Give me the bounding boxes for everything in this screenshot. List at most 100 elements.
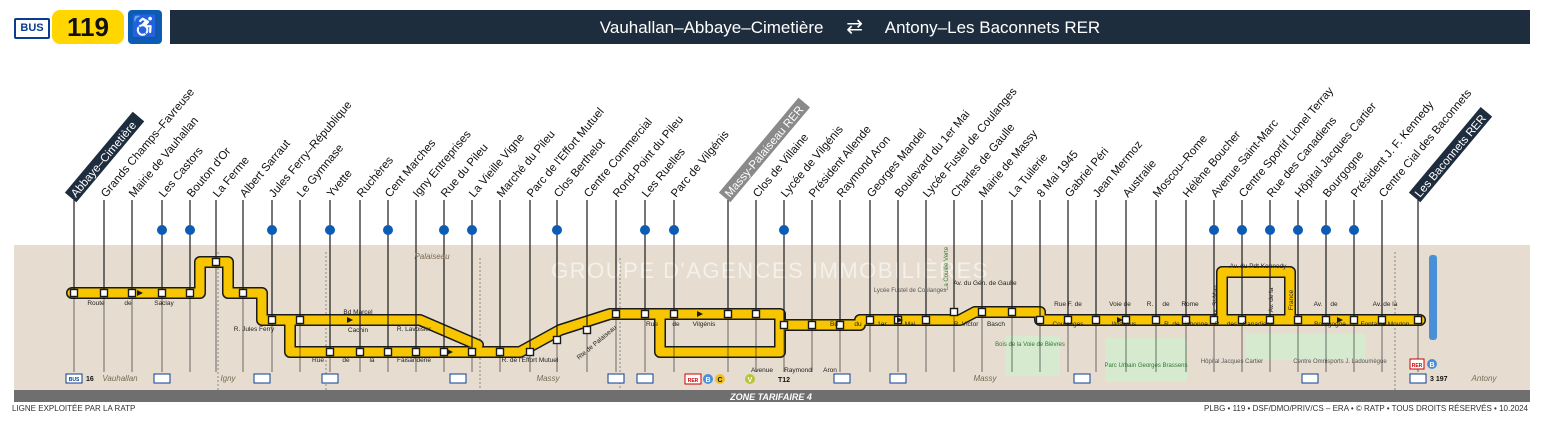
bus-connection-label: BUS [69, 377, 80, 383]
place-massy-1: Massy [536, 374, 560, 383]
wheelchair-icon [267, 225, 277, 235]
street-name: de [672, 321, 680, 328]
wheelchair-icon [1293, 225, 1303, 235]
place-massy-2: Massy [973, 374, 997, 383]
place-labels: Palaiseau Vauhallan Igny Massy Massy Ant… [102, 252, 1497, 383]
bus-connection-badge [449, 373, 467, 384]
poi-parc: Parc Urbain Georges Brassens [1104, 363, 1187, 369]
street-name: Av. de la [1373, 301, 1398, 308]
rer-b-line-graphic [1429, 255, 1437, 340]
route-title-bar: Vauhallan–Abbaye–Cimetière ⇄ Antony–Les … [170, 10, 1530, 44]
stop-marker [267, 315, 277, 325]
stop-marker [467, 347, 477, 357]
stop-marker [325, 347, 335, 357]
street-name: Saclay [154, 300, 174, 307]
place-vauhallan: Vauhallan [102, 374, 138, 383]
street-name: Wissous [1112, 321, 1137, 328]
bus-connection-badge [65, 373, 83, 384]
park-area [1105, 338, 1187, 382]
stop-marker [411, 347, 421, 357]
stop-marker [921, 315, 931, 325]
bus-connection-badge [833, 373, 851, 384]
wheelchair-icon [640, 225, 650, 235]
street-name: Rue [312, 357, 324, 364]
stop-marker [582, 325, 592, 335]
stop-marker [552, 335, 562, 345]
street-name: Av. [1314, 301, 1323, 308]
footer-copyright: PLBG • 119 • DSF/DMO/PRIV/CS – ERA • © R… [1203, 404, 1528, 413]
street-name: Vilgénis [693, 321, 716, 328]
poi-lycee: Lycée Fustel de Coulanges [874, 288, 947, 294]
street-name: Rome [1181, 301, 1199, 308]
stop-marker [238, 288, 248, 298]
wheelchair-icon [1321, 225, 1331, 235]
stop-marker [1209, 315, 1219, 325]
rer-c-icon [715, 374, 725, 384]
street-name: Rue [646, 321, 658, 328]
stop-marker [1413, 315, 1423, 325]
direction-arrow-icon [447, 349, 453, 355]
street-name: Av. du Gén. de Gaulle [953, 280, 1017, 287]
wheelchair-icon [383, 225, 393, 235]
bus-connection-badge [1301, 373, 1319, 384]
poi-hopital: Hôpital Jacques Cartier [1201, 359, 1263, 365]
connections: BUS 16 RER B C V T12 RER B 3 197 [65, 255, 1448, 385]
street-name: Coulanges [1052, 321, 1084, 328]
stop-marker [1063, 315, 1073, 325]
street-name: Av. du Pdt Kennedy [1230, 263, 1288, 270]
bus-3-label: 3 197 [1430, 376, 1448, 383]
street-name: du [854, 321, 862, 328]
street-name: 1er [877, 321, 887, 328]
stop-marker [211, 257, 221, 267]
stop-marker [949, 307, 959, 317]
bus-connection-badge [889, 373, 907, 384]
stop-marker [439, 347, 449, 357]
watermark: GROUPE D'AGENCES IMMOBILIÈRES [551, 258, 989, 283]
stop-marker [1265, 315, 1275, 325]
street-name: Bd Marcel [343, 309, 373, 316]
street-name: de [1162, 301, 1170, 308]
street-name: Bd [830, 321, 838, 328]
street-name: France [1288, 290, 1295, 311]
stop-marker [99, 288, 109, 298]
street-name: Av. de la [1268, 287, 1275, 312]
street-name: Cachin [348, 327, 369, 334]
stop-marker [127, 288, 137, 298]
stop-marker [185, 288, 195, 298]
street-name: de [1330, 301, 1338, 308]
stop-marker [1349, 315, 1359, 325]
stop-marker [1151, 315, 1161, 325]
street-name: Aron [823, 367, 837, 374]
street-name: de [342, 357, 350, 364]
wheelchair-icon [1265, 225, 1275, 235]
poi-omni: Centre Omnisports J. Ladoumègue [1293, 359, 1387, 365]
street-name: R. [1147, 301, 1154, 308]
wheelchair-icon [669, 225, 679, 235]
route-line [66, 256, 1426, 358]
street-name: de [124, 300, 132, 307]
poi-labels: Lycée Fustel de Coulanges Bois de la Voi… [874, 246, 1388, 369]
rer-b-label: B [705, 377, 710, 384]
stop-name: Moscou–Rome [1151, 133, 1210, 200]
wheelchair-icon [1209, 225, 1219, 235]
street-name: R. Jules Ferry [234, 326, 275, 333]
street-name: Mai [905, 321, 915, 328]
wood-area [1005, 336, 1060, 376]
street-name: R. Lavoisier [397, 326, 432, 333]
stop-name: Yvette [325, 168, 355, 200]
wheelchair-icon [157, 225, 167, 235]
route-loop-massy-fill [655, 309, 785, 357]
header: BUS 119 ♿ Vauhallan–Abbaye–Cimetière ⇄ A… [0, 8, 1542, 44]
wheelchair-icon: ♿ [128, 10, 162, 44]
train-v-icon [745, 374, 755, 384]
rer-c-label: C [717, 377, 722, 384]
street-name: Bourgogne [1314, 321, 1346, 328]
stop-marker [611, 309, 621, 319]
rer-b-icon-2 [1427, 359, 1437, 369]
stop-marker [69, 288, 79, 298]
destination-terminus: Antony–Les Baconnets RER [884, 18, 1101, 37]
street-name: la [369, 357, 374, 364]
bus-connection-badge [153, 373, 171, 384]
bus-mode-badge: BUS [14, 18, 50, 39]
